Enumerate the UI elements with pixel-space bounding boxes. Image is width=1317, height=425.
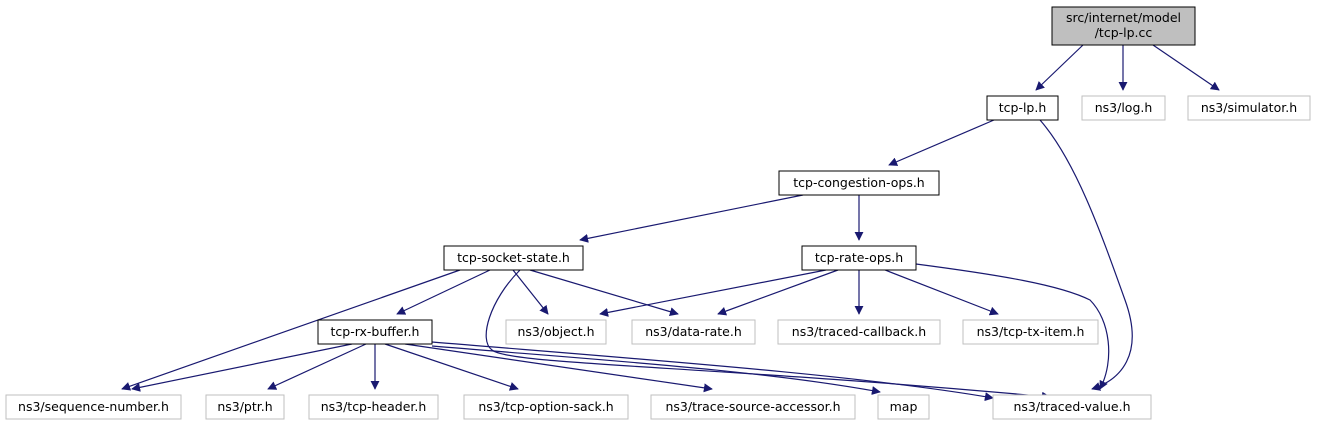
node-box — [205, 394, 285, 420]
node-sock-state[interactable]: tcp-socket-state.h — [443, 245, 584, 271]
node-trace-src[interactable]: ns3/trace-source-accessor.h — [650, 394, 856, 420]
edge-cong_ops-to-sock_state — [579, 194, 804, 243]
node-label: ns3/sequence-number.h — [18, 399, 169, 414]
edge-sock_state-to-object_h — [512, 269, 549, 315]
node-label: tcp-rate-ops.h — [815, 250, 903, 265]
edges — [121, 44, 1220, 402]
node-label: ns3/tcp-option-sack.h — [478, 399, 613, 414]
node-tcp-lp-h[interactable]: tcp-lp.h — [986, 95, 1059, 121]
node-box — [1051, 6, 1196, 46]
edge-root-to-simulator_h — [1152, 44, 1220, 91]
node-tcp-header[interactable]: ns3/tcp-header.h — [308, 394, 439, 420]
node-log-h[interactable]: ns3/log.h — [1081, 95, 1166, 121]
edge-tcp_lp_h-to-traced_val — [1039, 119, 1133, 391]
node-label: ns3/log.h — [1095, 100, 1153, 115]
node-tx-item[interactable]: ns3/tcp-tx-item.h — [962, 319, 1099, 345]
edge-rx_buffer-to-map — [431, 345, 881, 395]
edge-rate_ops-to-data_rate — [717, 269, 839, 316]
node-label: map — [890, 399, 918, 414]
node-simulator-h[interactable]: ns3/simulator.h — [1187, 95, 1311, 121]
edge-sock_state-to-seq_num — [121, 269, 461, 391]
edge-rate_ops-to-object_h — [599, 269, 827, 317]
node-data-rate[interactable]: ns3/data-rate.h — [631, 319, 756, 345]
node-box — [992, 394, 1152, 420]
node-box — [443, 245, 584, 271]
node-label: src/internet/model/tcp-lp.cc — [1066, 10, 1181, 40]
node-cong-ops[interactable]: tcp-congestion-ops.h — [778, 170, 940, 196]
node-box — [317, 319, 433, 345]
node-label: ns3/traced-callback.h — [792, 324, 926, 339]
node-traced-cb[interactable]: ns3/traced-callback.h — [777, 319, 941, 345]
node-label-line: src/internet/model — [1066, 10, 1181, 25]
node-ptr-h[interactable]: ns3/ptr.h — [205, 394, 285, 420]
node-label: ns3/trace-source-accessor.h — [665, 399, 840, 414]
node-rate-ops[interactable]: tcp-rate-ops.h — [801, 245, 917, 271]
node-label: tcp-rx-buffer.h — [331, 324, 420, 339]
node-box — [801, 245, 917, 271]
node-box — [631, 319, 756, 345]
edge-rx_buffer-to-traced_val — [431, 341, 994, 402]
node-label: ns3/traced-value.h — [1013, 399, 1130, 414]
node-label: ns3/data-rate.h — [645, 324, 742, 339]
edge-rate_ops-to-traced_val — [915, 263, 1110, 390]
edge-sock_state-to-rx_buffer — [396, 269, 491, 315]
node-box — [778, 170, 940, 196]
node-map[interactable]: map — [877, 394, 930, 420]
edge-tcp_lp_h-to-cong_ops — [888, 119, 995, 166]
node-object-h[interactable]: ns3/object.h — [505, 319, 607, 345]
node-traced-val[interactable]: ns3/traced-value.h — [992, 394, 1152, 420]
edge-sock_state-to-data_rate — [529, 269, 679, 317]
node-box — [1081, 95, 1166, 121]
node-label: ns3/tcp-header.h — [321, 399, 427, 414]
node-box — [1187, 95, 1311, 121]
edge-rx_buffer-to-ptr_h — [267, 343, 367, 390]
node-label: tcp-lp.h — [999, 100, 1047, 115]
edge-rx_buffer-to-seq_num — [131, 343, 353, 392]
node-label: tcp-socket-state.h — [457, 250, 570, 265]
edge-rate_ops-to-tx_item — [884, 269, 999, 316]
node-rx-buffer[interactable]: tcp-rx-buffer.h — [317, 319, 433, 345]
node-label: ns3/simulator.h — [1201, 100, 1297, 115]
node-box — [777, 319, 941, 345]
node-label: ns3/object.h — [517, 324, 594, 339]
node-box — [308, 394, 439, 420]
node-seq-num[interactable]: ns3/sequence-number.h — [5, 394, 182, 420]
node-box — [463, 394, 629, 420]
edge-root-to-tcp_lp_h — [1035, 44, 1084, 91]
nodes: src/internet/model/tcp-lp.cc tcp-lp.h ns3/… — [5, 6, 1311, 420]
edge-rx_buffer-to-opt_sack — [384, 343, 519, 391]
node-box — [877, 394, 930, 420]
edge-rx_buffer-to-trace_src — [404, 343, 713, 393]
node-box — [986, 95, 1059, 121]
node-box — [505, 319, 607, 345]
node-label: ns3/ptr.h — [217, 399, 272, 414]
node-label: ns3/tcp-tx-item.h — [977, 324, 1085, 339]
edge-sock_state-to-traced_val — [485, 269, 1051, 401]
node-label: tcp-congestion-ops.h — [793, 175, 924, 190]
node-label-line: /tcp-lp.cc — [1095, 25, 1153, 40]
node-root[interactable]: src/internet/model/tcp-lp.cc — [1051, 6, 1196, 46]
node-opt-sack[interactable]: ns3/tcp-option-sack.h — [463, 394, 629, 420]
node-box — [962, 319, 1099, 345]
node-box — [5, 394, 182, 420]
node-box — [650, 394, 856, 420]
